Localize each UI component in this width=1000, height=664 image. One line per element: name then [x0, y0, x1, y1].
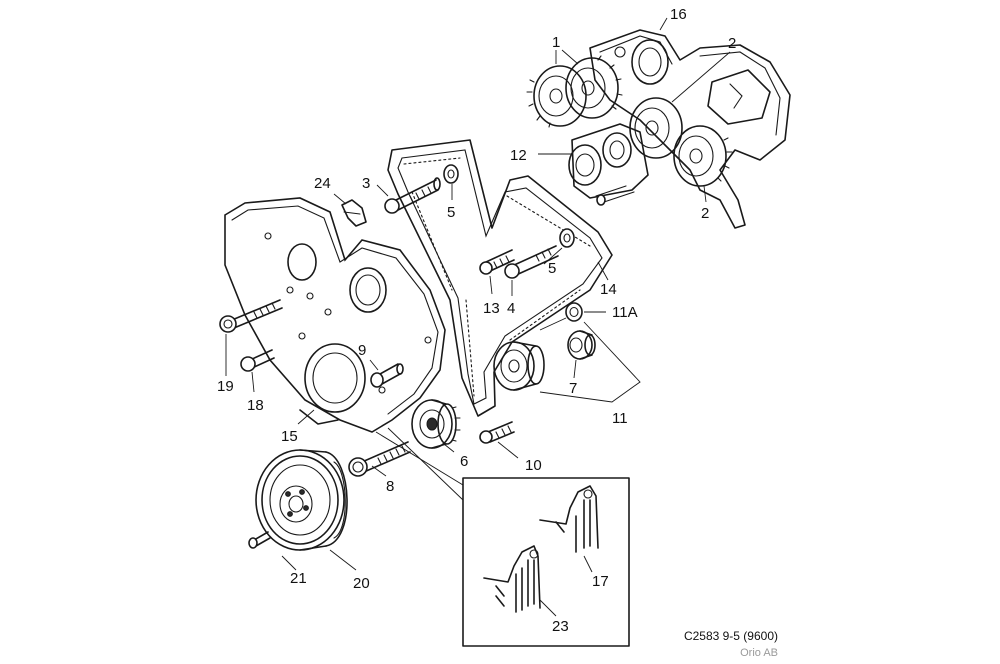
seal-profile-23 — [483, 545, 541, 613]
callout-4: 4 — [507, 300, 515, 317]
callout-19: 19 — [217, 378, 234, 395]
callout-5-upper: 5 — [447, 204, 455, 221]
crankshaft-bolt-8 — [348, 441, 411, 477]
callout-6: 6 — [460, 453, 468, 470]
washer-5-upper — [443, 164, 459, 184]
callout-23: 23 — [552, 618, 569, 635]
idler-pulley — [493, 341, 545, 391]
callout-12: 12 — [510, 147, 527, 164]
callout-labels: 1 2 2 3 4 5 5 6 7 8 9 10 11 11A 12 13 14… — [217, 6, 736, 635]
callout-10: 10 — [525, 457, 542, 474]
callout-13: 13 — [483, 300, 500, 317]
callout-2-lower: 2 — [701, 205, 709, 222]
leader-lines — [225, 17, 731, 617]
camshaft-gear-intake-2 — [565, 55, 623, 119]
bolt-19 — [219, 299, 283, 333]
washer-11a — [565, 302, 583, 322]
crankshaft-gear-6 — [411, 399, 461, 449]
callout-20: 20 — [353, 575, 370, 592]
crankshaft-pulley — [255, 449, 348, 551]
belt-tensioner-assembly — [568, 123, 649, 206]
bolt-4 — [504, 245, 559, 279]
callout-14: 14 — [600, 281, 617, 298]
callout-15: 15 — [281, 428, 298, 445]
washer-5-lower — [559, 228, 575, 248]
callout-3: 3 — [362, 175, 370, 192]
callout-8: 8 — [386, 478, 394, 495]
bolt-13 — [479, 249, 515, 275]
pulley-bolt-21 — [248, 531, 271, 549]
callout-21: 21 — [290, 570, 307, 587]
idler-roller-7 — [567, 330, 596, 360]
callout-16: 16 — [670, 6, 687, 23]
detail-inset — [375, 427, 630, 647]
publisher-credit: Orio AB — [740, 647, 778, 659]
callout-11a: 11A — [612, 304, 638, 321]
callout-5-lower: 5 — [548, 260, 556, 277]
callout-7: 7 — [569, 380, 577, 397]
bolt-18 — [240, 349, 275, 372]
front-timing-cover — [224, 197, 446, 433]
callout-24: 24 — [314, 175, 331, 192]
bolt-3 — [384, 177, 441, 214]
callout-17: 17 — [592, 573, 609, 590]
drawing-code: C2583 9-5 (9600) — [684, 629, 778, 643]
rear-timing-cover — [589, 29, 791, 229]
callout-2-upper: 2 — [728, 35, 736, 52]
bolt-10 — [479, 421, 515, 444]
callout-1: 1 — [552, 34, 560, 51]
callout-11: 11 — [612, 410, 628, 427]
camshaft-gears — [526, 55, 733, 187]
bolt-9 — [370, 363, 404, 388]
camshaft-gear-exhaust-2 — [673, 125, 733, 187]
camshaft-gear-intake-1 — [526, 65, 587, 128]
cover-clip — [341, 199, 367, 227]
seal-profile-17 — [539, 485, 599, 553]
callout-18: 18 — [247, 397, 264, 414]
callout-9: 9 — [358, 342, 366, 359]
